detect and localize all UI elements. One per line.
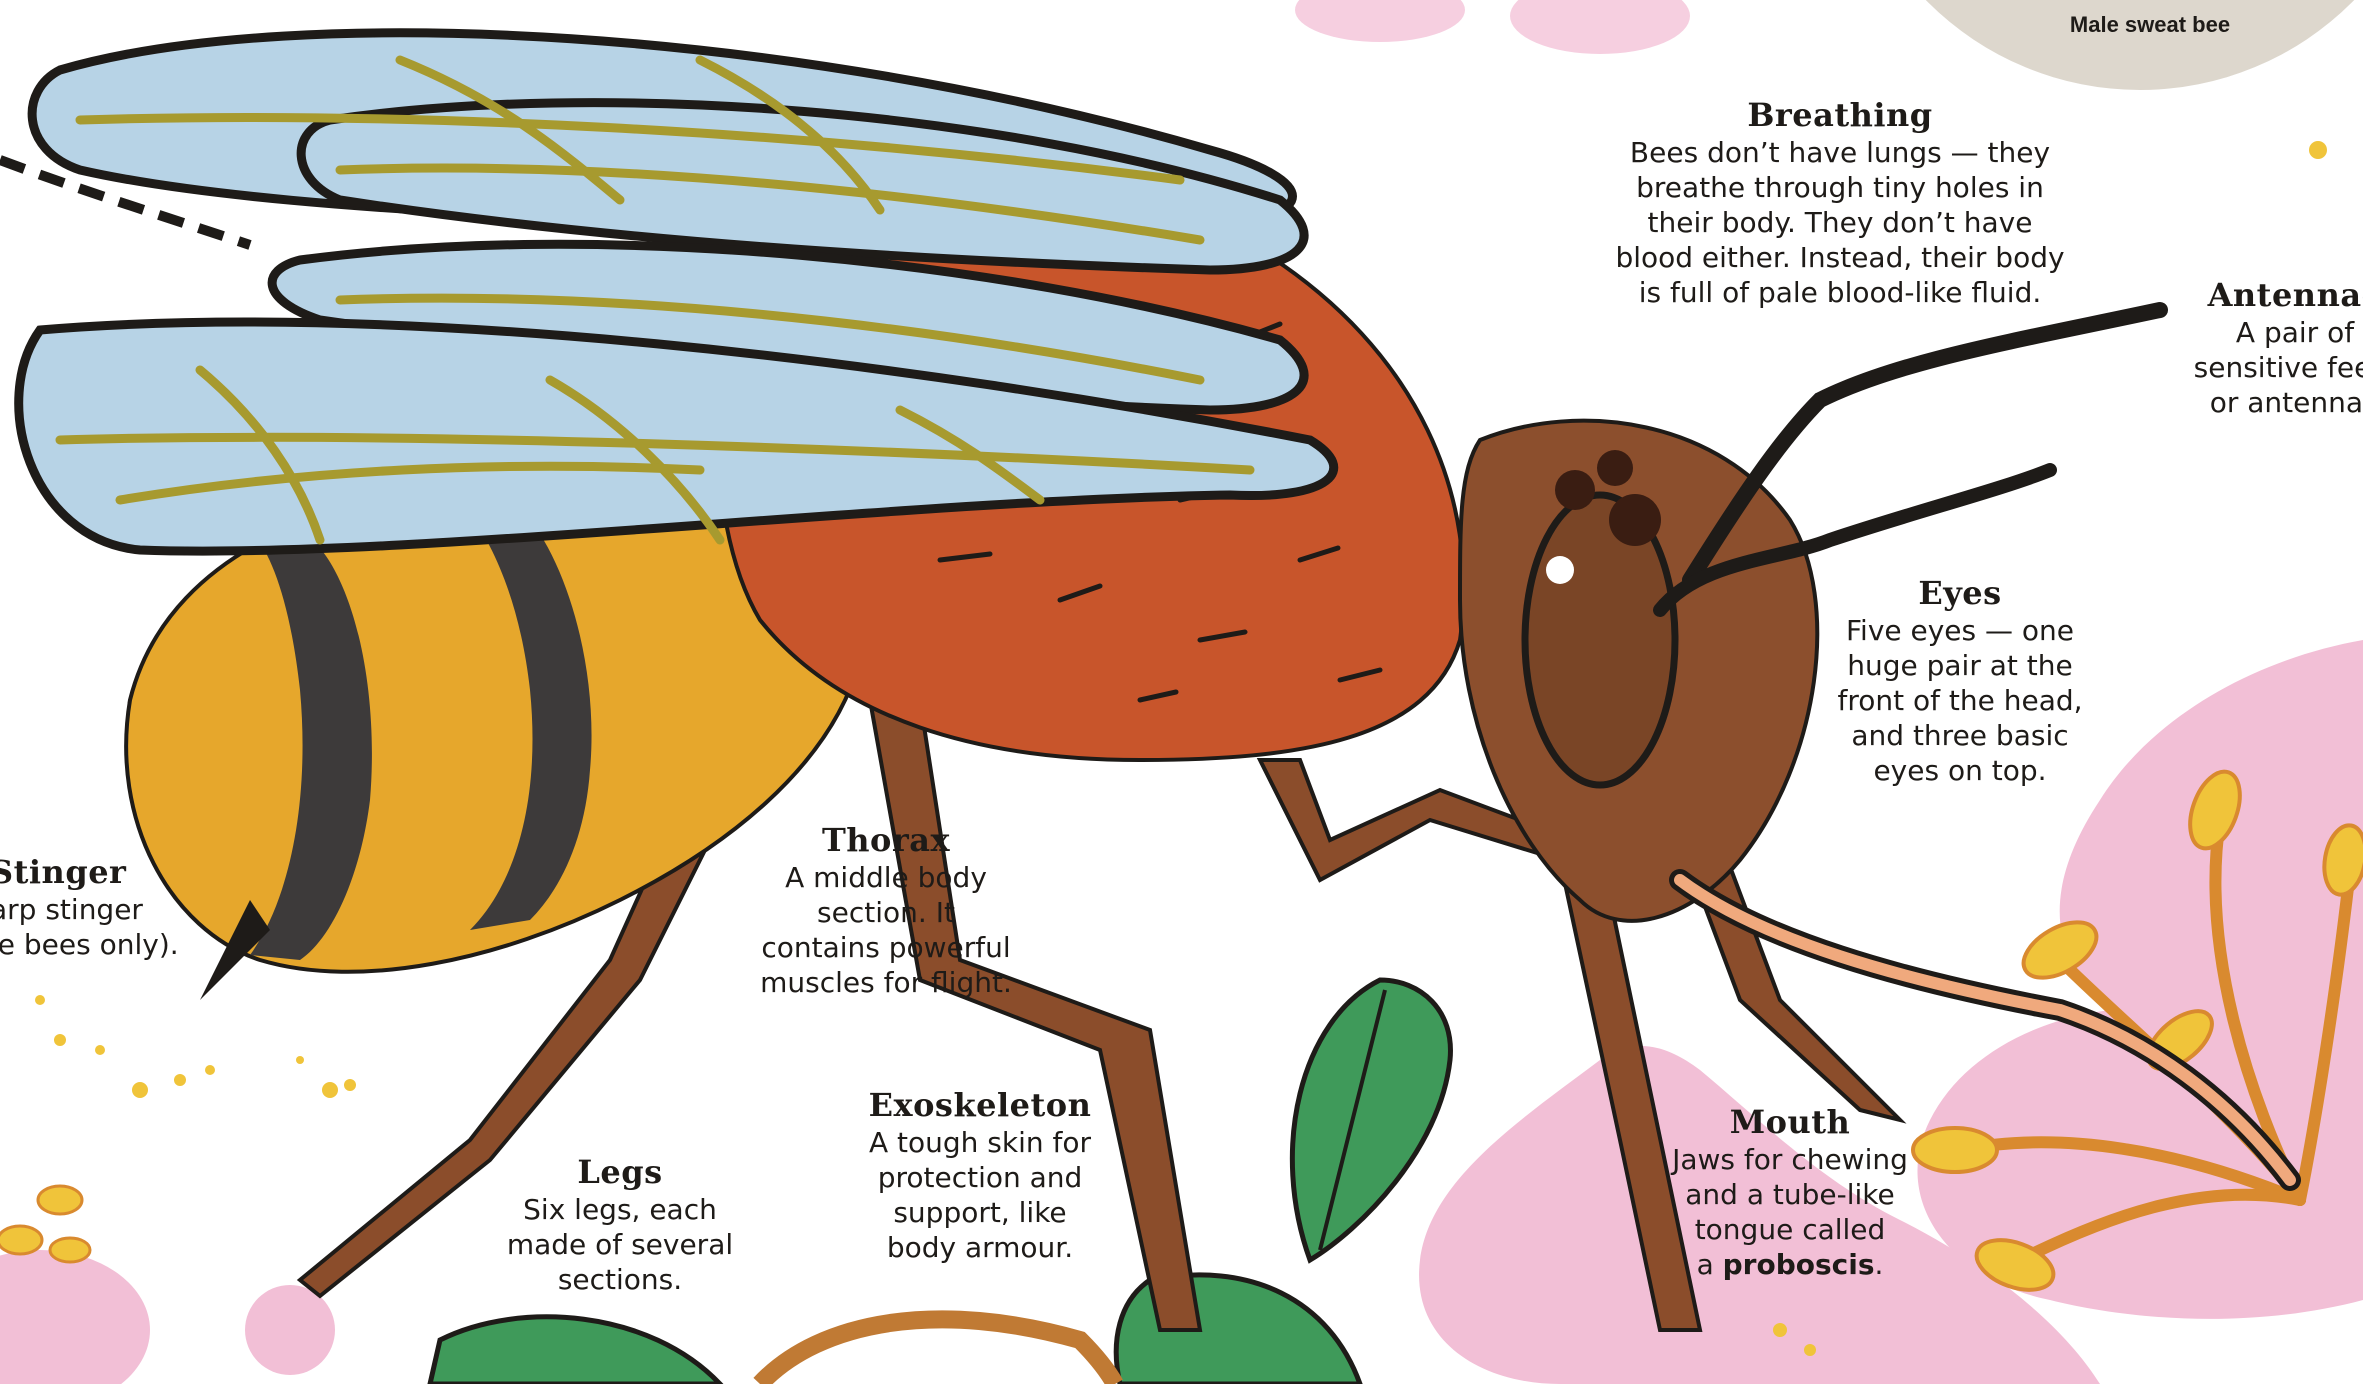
label-eyes-line: huge pair at the <box>1830 648 2090 683</box>
label-legs-title: Legs <box>490 1152 750 1192</box>
label-mouth-suffix: . <box>1875 1248 1884 1281</box>
label-breathing-line: is full of pale blood-like fluid. <box>1590 275 2090 310</box>
label-mouth-last-line: a proboscis. <box>1660 1247 1920 1282</box>
label-exoskeleton-line: protection and <box>850 1160 1110 1195</box>
label-breathing-line: Bees don’t have lungs — they <box>1590 135 2090 170</box>
label-antennae-line: A pair of <box>2170 315 2363 350</box>
label-exoskeleton-line: body armour. <box>850 1230 1110 1265</box>
label-thorax: Thorax A middle body section. It contain… <box>756 820 1016 1000</box>
label-exoskeleton-line: A tough skin for <box>850 1125 1110 1160</box>
label-thorax-line: muscles for flight. <box>756 965 1016 1000</box>
label-stinger-title: Stinger <box>0 852 180 892</box>
label-antennae-line: or antennae <box>2170 385 2363 420</box>
label-mouth-line: and a tube-like <box>1660 1177 1920 1212</box>
label-eyes-line: Five eyes — one <box>1830 613 2090 648</box>
label-legs-line: made of several <box>490 1227 750 1262</box>
label-thorax-line: A middle body <box>756 860 1016 895</box>
label-legs: Legs Six legs, each made of several sect… <box>490 1152 750 1297</box>
pink-blossom-top <box>1295 0 1690 54</box>
label-mouth-title: Mouth <box>1660 1102 1920 1142</box>
label-mouth-proboscis: proboscis <box>1723 1248 1875 1281</box>
label-breathing: Breathing Bees don’t have lungs — they b… <box>1590 95 2090 310</box>
label-exoskeleton-title: Exoskeleton <box>850 1085 1110 1125</box>
label-eyes: Eyes Five eyes — one huge pair at the fr… <box>1830 573 2090 788</box>
label-legs-line: sections. <box>490 1262 750 1297</box>
label-eyes-line: and three basic <box>1830 718 2090 753</box>
flower-left <box>0 1186 335 1384</box>
label-eyes-title: Eyes <box>1830 573 2090 613</box>
label-breathing-line: breathe through tiny holes in <box>1590 170 2090 205</box>
label-mouth-prefix: a <box>1697 1248 1723 1281</box>
label-antennae: Antennae A pair of sensitive feele or an… <box>2170 275 2363 420</box>
label-breathing-title: Breathing <box>1590 95 2090 135</box>
label-stinger-line: arp stinger <box>0 892 180 927</box>
label-mouth-line: Jaws for chewing <box>1660 1142 1920 1177</box>
label-thorax-line: contains powerful <box>756 930 1016 965</box>
label-exoskeleton: Exoskeleton A tough skin for protection … <box>850 1085 1110 1265</box>
label-thorax-line: section. It <box>756 895 1016 930</box>
label-breathing-line: blood either. Instead, their body <box>1590 240 2090 275</box>
label-exoskeleton-line: support, like <box>850 1195 1110 1230</box>
label-antennae-line: sensitive feele <box>2170 350 2363 385</box>
label-legs-line: Six legs, each <box>490 1192 750 1227</box>
eye-highlight <box>1546 556 1574 584</box>
label-eyes-line: eyes on top. <box>1830 753 2090 788</box>
label-stinger-line: le bees only). <box>0 927 180 962</box>
label-eyes-line: front of the head, <box>1830 683 2090 718</box>
inset-caption: Male sweat bee <box>2040 10 2260 40</box>
label-mouth-line: tongue called <box>1660 1212 1920 1247</box>
label-antennae-title: Antennae <box>2170 275 2363 315</box>
label-stinger: Stinger arp stinger le bees only). <box>0 852 180 962</box>
label-thorax-title: Thorax <box>756 820 1016 860</box>
label-breathing-line: their body. They don’t have <box>1590 205 2090 240</box>
label-mouth: Mouth Jaws for chewing and a tube-like t… <box>1660 1102 1920 1282</box>
